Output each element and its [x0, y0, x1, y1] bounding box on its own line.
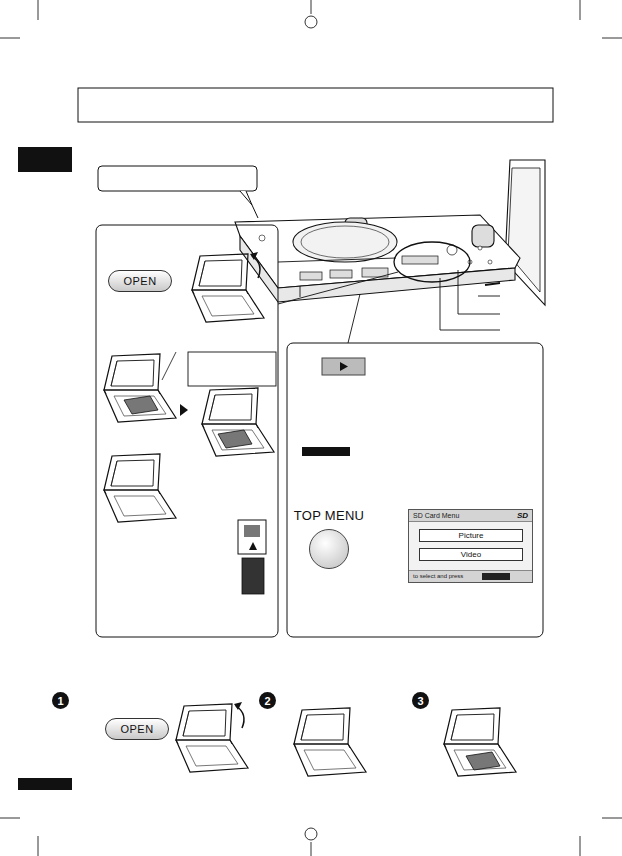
step-number: 1	[52, 692, 69, 709]
step-number-text: 3	[417, 695, 423, 707]
screen-text: to select and press	[413, 573, 463, 579]
button-label: OPEN	[123, 275, 156, 287]
button-label: Video	[461, 550, 481, 559]
step-number: 2	[259, 692, 276, 709]
menu-item: Picture	[419, 529, 523, 542]
button-label: TOP MENU	[294, 508, 365, 523]
button-label: Picture	[459, 531, 484, 540]
menu-item: Video	[419, 548, 523, 561]
menu-screen: SD Card Menu SD to select and press Picture…	[408, 509, 533, 583]
step-number: 3	[412, 692, 429, 709]
round-button	[309, 529, 349, 569]
button-label: OPEN	[120, 723, 153, 735]
key-icon	[482, 573, 510, 580]
step-number-text: 1	[57, 695, 63, 707]
open-button: OPEN	[105, 718, 169, 740]
screen-text: SD	[517, 511, 528, 520]
open-button: OPEN	[108, 270, 172, 292]
top-menu-button: TOP MENU	[291, 508, 367, 569]
step-number-text: 2	[264, 695, 270, 707]
screen-text: SD Card Menu	[413, 512, 459, 519]
